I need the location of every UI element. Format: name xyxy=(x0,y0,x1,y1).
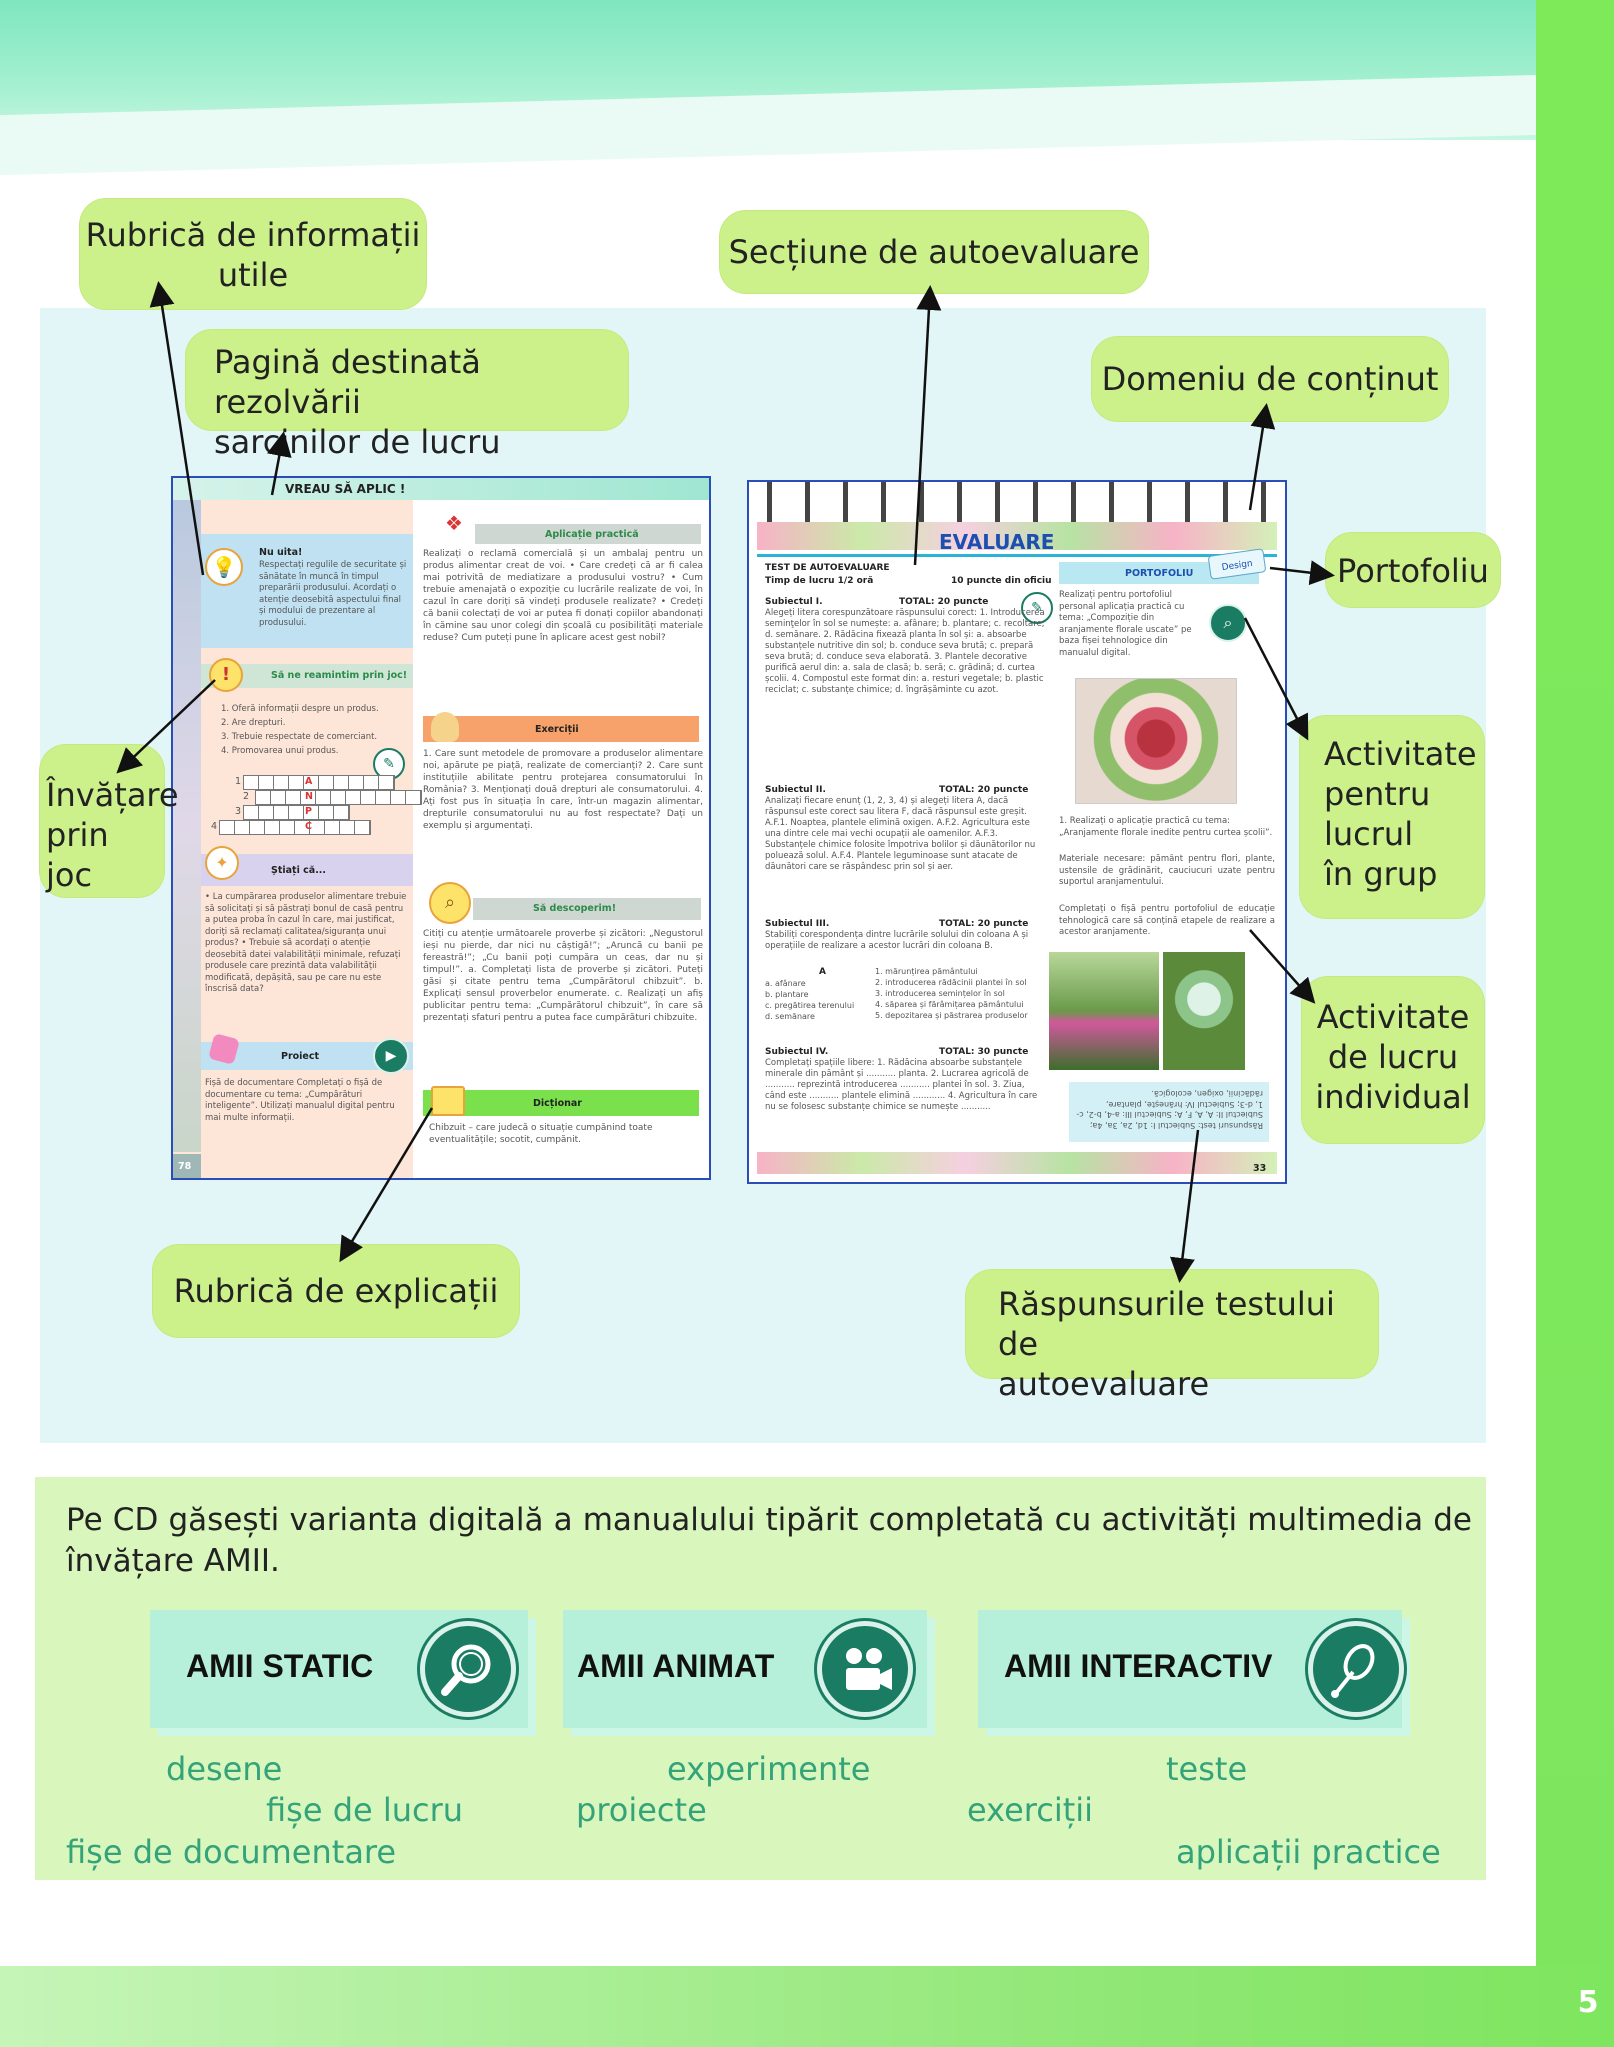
warning-icon: ! xyxy=(209,658,243,692)
film-camera-icon xyxy=(817,1621,913,1717)
callout-learning-game: Învățare prin joc xyxy=(40,745,179,897)
amii-animat-card: AMII ANIMAT xyxy=(563,1610,927,1728)
word-teste: teste xyxy=(1166,1750,1248,1788)
crossword-row-4 xyxy=(219,820,371,835)
amii-interactiv-card: AMII INTERACTIV xyxy=(978,1610,1404,1728)
eval-title-underline xyxy=(757,554,1277,557)
garden-photo-1 xyxy=(1049,952,1159,1070)
person-icon xyxy=(431,712,459,742)
word-proiecte: proiecte xyxy=(576,1791,707,1829)
amii-static-card: AMII STATIC xyxy=(150,1610,528,1728)
s3-column-a: a. afânare b. plantare c. pregătirea ter… xyxy=(765,979,855,1021)
magnifier-icon xyxy=(420,1621,516,1717)
callout-individual-activity: Activitate de lucru individual xyxy=(1302,977,1484,1143)
right-textbook-page: EVALUARE TEST DE AUTOEVALUARE Timp de lu… xyxy=(747,480,1287,1184)
callout-group-activity: Activitate pentru lucrul în grup xyxy=(1300,716,1484,918)
book-icon xyxy=(431,1086,465,1116)
pen-icon: ✎ xyxy=(1021,592,1053,624)
answers-box: Răspunsuri test: Subiectul I: 1d, 2a, 3a… xyxy=(1069,1082,1269,1142)
magnifier-round-icon: ⌕ xyxy=(1209,604,1247,642)
flower-bouquet-photo xyxy=(1075,678,1237,804)
callout-self-evaluation: Secțiune de autoevaluare xyxy=(720,211,1148,293)
nu-uita-box: 💡 Nu uita! Respectați regulile de securi… xyxy=(201,534,413,648)
right-margin-bar xyxy=(1536,0,1614,2047)
callout-content-domain: Domeniu de conținut xyxy=(1092,337,1448,421)
evaluare-title: EVALUARE xyxy=(939,530,1055,554)
crossword-row-1 xyxy=(243,775,395,790)
puzzle-icon xyxy=(208,1033,240,1065)
mouse-pointer-icon xyxy=(1308,1621,1404,1717)
left-margin-strip xyxy=(173,500,201,1152)
magnifier-small-icon: ⌕ xyxy=(429,882,471,924)
callout-explanations: Rubrică de explicații xyxy=(153,1245,519,1337)
callout-useful-info: Rubrică de informații utile xyxy=(80,199,426,309)
word-desene: desene xyxy=(166,1750,283,1788)
crossword-row-2 xyxy=(255,790,422,805)
word-fise-documentare: fișe de documentare xyxy=(66,1833,397,1871)
left-page-banner: VREAU SĂ APLIC ! xyxy=(173,478,709,500)
word-exercitii: exerciții xyxy=(967,1791,1094,1829)
stiati-header: ✦ Știați că... xyxy=(201,846,413,886)
flower-border-bottom xyxy=(757,1152,1277,1174)
callout-portfolio: Portofoliu xyxy=(1326,533,1500,607)
lamp-icon: ✦ xyxy=(205,846,239,880)
word-fise-lucru: fișe de lucru xyxy=(266,1791,464,1829)
callout-test-answers: Răspunsurile testului de autoevaluare xyxy=(966,1270,1378,1403)
exercitii-header: Exerciții xyxy=(423,712,699,742)
spiral-binding xyxy=(749,482,1285,522)
descoperim-header: Să descoperim! xyxy=(473,898,701,920)
lightbulb-icon: 💡 xyxy=(205,548,243,586)
word-aplicatii: aplicații practice xyxy=(1176,1833,1441,1871)
gift-icon: ❖ xyxy=(437,506,471,540)
left-textbook-page: VREAU SĂ APLIC ! 💡 Nu uita! Respectați r… xyxy=(171,476,711,1180)
garden-photo-2 xyxy=(1163,952,1245,1070)
page-number: 5 xyxy=(1577,1985,1599,2020)
crossword-row-3 xyxy=(243,805,350,820)
s3-column-b: 1. mărunțirea pământului 2. introducerea… xyxy=(875,967,1028,1020)
flower-border-top xyxy=(757,522,1277,550)
footer-band xyxy=(0,1966,1614,2047)
proiect-header: Proiect ▶ xyxy=(201,1033,413,1074)
dictionar-header: Dicționar xyxy=(423,1086,699,1116)
word-experimente: experimente xyxy=(667,1750,871,1788)
video-camera-icon: ▶ xyxy=(373,1038,409,1074)
left-page-number-badge: 78 xyxy=(173,1154,201,1178)
remember-list: 1. Oferă informații despre un produs. 2.… xyxy=(221,704,379,756)
crossword: 1 2 3 4 A N P C xyxy=(211,773,422,853)
callout-task-page: Pagină destinată rezolvării sarcinilor d… xyxy=(186,330,628,461)
leaf-icon: ✎ xyxy=(373,748,405,780)
cd-description: Pe CD găsești varianta digitală a manual… xyxy=(66,1502,1472,1579)
remember-header: ! Să ne reamintim prin joc! xyxy=(201,658,413,692)
aplicatie-header: Aplicație practică xyxy=(475,524,701,544)
